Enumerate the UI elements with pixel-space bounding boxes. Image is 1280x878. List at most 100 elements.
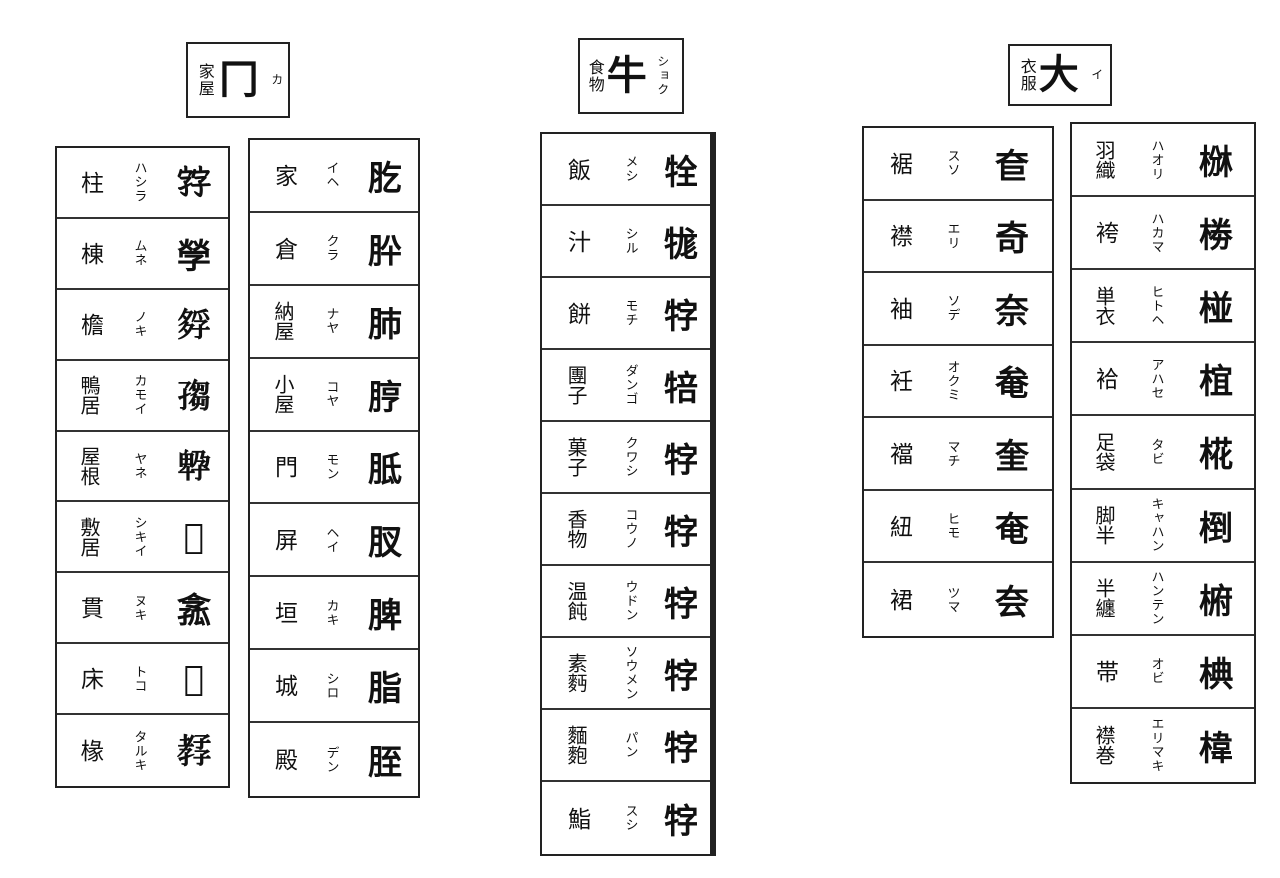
glyph-cell: 椣 <box>1199 654 1233 695</box>
section-glyph-3: 大 <box>1038 51 1079 98</box>
glyph-cell: 肐 <box>368 158 402 199</box>
reading-cell: クラ <box>323 234 339 263</box>
table-row: 團子ダンゴ犃 <box>542 350 710 422</box>
reading-cell: エリ <box>944 221 960 250</box>
table-row: 飯メシ牷 <box>542 134 710 206</box>
section-reading-3: イ <box>1089 68 1104 82</box>
word-cell: 襠 <box>885 442 912 466</box>
table-row: 紐ヒモ奄 <box>864 491 1052 564</box>
reading-cell: トコ <box>131 664 147 693</box>
reading-cell: スシ <box>622 804 638 832</box>
reading-cell: ヒトヘ <box>1148 284 1164 327</box>
glyph-cell: 𡦈 <box>177 591 211 632</box>
reading-cell: ハシラ <box>131 161 147 204</box>
table-row: 袴ハカマ椦 <box>1072 197 1254 271</box>
word-cell: 麵麭 <box>564 725 588 765</box>
glyph-cell: 牸 <box>664 584 698 625</box>
word-cell: 羽織 <box>1092 139 1116 180</box>
word-cell: 帯 <box>1091 659 1118 683</box>
reading-cell: ソウメン <box>622 645 638 701</box>
glyph-cell: 椦 <box>1199 216 1233 257</box>
reading-cell: メシ <box>622 155 638 183</box>
table-row: 足袋タビ椛 <box>1072 416 1254 490</box>
word-cell: 単衣 <box>1092 285 1116 326</box>
glyph-cell: 奄 <box>995 509 1029 550</box>
table-row: 貫 ヌキ 𡦈 <box>57 573 228 645</box>
word-cell: 門 <box>270 455 297 479</box>
glyph-cell: 肺 <box>368 304 402 345</box>
table-row: 袷 アハセ 椬 <box>1072 343 1254 417</box>
table-row: 床 トコ 𡦉 <box>57 644 228 716</box>
reading-cell: オクミ <box>944 359 960 402</box>
word-cell: 香物 <box>564 509 588 549</box>
reading-cell: モチ <box>622 299 638 327</box>
glyph-cell: 椡 <box>1199 508 1233 549</box>
table-row: 餅モチ牸 <box>542 278 710 350</box>
table-row: 小屋コヤ脝 <box>250 359 418 432</box>
table-row: 屏 ヘイ肞 <box>250 504 418 578</box>
glyph-cell: 奙 <box>995 364 1029 405</box>
glyph-cell: 牸 <box>664 656 698 697</box>
reading-cell: コヤ <box>323 380 339 409</box>
glyph-cell: 𡦆 <box>177 447 211 488</box>
reading-cell: キャハン <box>1148 497 1164 554</box>
word-cell: 柱 <box>76 170 103 194</box>
column-3: 飯メシ牷汁シル牻餅モチ牸團子ダンゴ犃菓子クワシ牸香物コウノ牸温飩ウドン牸素麪ソウ… <box>540 132 716 856</box>
reading-cell: カモイ <box>131 374 147 417</box>
word-cell: 裾 <box>885 151 912 175</box>
word-cell: 垣 <box>270 601 297 625</box>
word-cell: 半纏 <box>1092 578 1116 619</box>
reading-cell: アハセ <box>1148 357 1164 400</box>
word-cell: 殿 <box>270 748 297 772</box>
glyph-cell: 𡦉 <box>183 658 205 699</box>
reading-cell: ナヤ <box>323 307 339 336</box>
section-reading-2: ショク <box>655 55 670 97</box>
table-row: 殿デン胵 <box>250 723 418 796</box>
word-cell: 團子 <box>564 365 588 405</box>
glyph-cell: 椪 <box>1199 289 1233 330</box>
word-cell: 汁 <box>563 229 590 253</box>
word-cell: 納屋 <box>271 301 295 342</box>
reading-cell: オビ <box>1148 657 1164 686</box>
glyph-cell: 牻 <box>664 224 698 265</box>
table-row: 家イヘ肐 <box>250 140 418 213</box>
reading-cell: タビ <box>1148 437 1164 466</box>
glyph-cell: 𡦂 <box>177 162 211 203</box>
word-cell: 袷 <box>1091 367 1118 391</box>
word-cell: 棟 <box>76 241 103 265</box>
glyph-cell: 犃 <box>664 368 698 409</box>
reading-cell: マチ <box>944 439 960 468</box>
glyph-cell: 肞 <box>368 523 402 564</box>
table-row: 汁シル牻 <box>542 206 710 278</box>
word-cell: 屏 <box>270 528 297 552</box>
reading-cell: ソデ <box>944 294 960 323</box>
word-cell: 衽 <box>885 369 912 393</box>
table-row: 袖ソデ奈 <box>864 273 1052 346</box>
table-row: 帯 オビ 椣 <box>1072 636 1254 709</box>
word-cell: 床 <box>76 667 103 691</box>
table-row: 香物コウノ牸 <box>542 494 710 566</box>
table-row: 門モン胝 <box>250 432 418 505</box>
reading-cell: パン <box>622 731 638 759</box>
word-cell: 脚半 <box>1092 505 1116 546</box>
table-row: 裾スソ奆 <box>864 128 1052 201</box>
glyph-cell: 牸 <box>664 296 698 337</box>
table-row: 襠マチ奎 <box>864 418 1052 491</box>
reading-cell: ヘイ <box>323 525 339 554</box>
word-cell: 小屋 <box>271 374 295 415</box>
glyph-cell: 椬 <box>1199 362 1233 403</box>
word-cell: 鴨居 <box>77 375 101 416</box>
reading-cell: スソ <box>944 149 960 178</box>
word-cell: 袖 <box>885 296 912 320</box>
reading-cell: ウドン <box>622 580 638 622</box>
reading-cell: ヌキ <box>131 593 147 622</box>
word-cell: 貫 <box>76 596 103 620</box>
table-row: 鮨スシ牸 <box>542 782 710 854</box>
glyph-cell: 𡦊 <box>177 732 211 773</box>
table-row: 半纏ハンテン椨 <box>1072 563 1254 636</box>
reading-cell: デン <box>323 745 339 774</box>
reading-cell: ヒモ <box>944 512 960 541</box>
